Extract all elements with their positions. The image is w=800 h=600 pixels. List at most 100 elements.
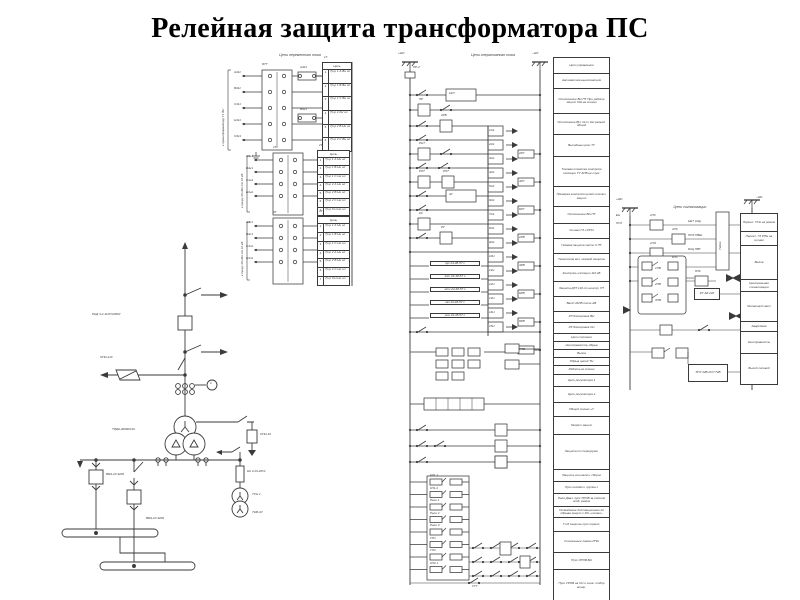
- sub-block-code: 1ПВ: [655, 266, 661, 270]
- signal-mini-row: Перекл. ГЗ РПН на сигнал: [741, 232, 777, 246]
- matrix-left-code: УП1: [430, 535, 436, 540]
- ct-wire-label: Н411: [234, 118, 241, 122]
- relay-code: РУ: [441, 225, 445, 229]
- relay-code: РП7: [419, 169, 425, 173]
- ct-table-cell: 2: [318, 166, 324, 174]
- purpose-row: Отключение ВН ПТ При работе защит СШ на …: [554, 89, 609, 114]
- ct-table-cell: 5: [323, 124, 329, 138]
- relay-code: РНТ: [419, 141, 425, 145]
- ct-table-cell: Тр-р 2 С Вн ил: [330, 138, 351, 142]
- matrix-left-code: УП2: [430, 548, 436, 552]
- transformer-label: ТРДН-40000/110: [112, 427, 135, 431]
- ct-table-cell: Тр-р 2 А Нн ил: [325, 250, 346, 254]
- purpose-row: Защита ДЗТ 110 от неиспр. ПТ: [554, 282, 609, 297]
- ct-table-cell: 5: [318, 259, 324, 268]
- signal-panel-label: Табло: [718, 241, 722, 250]
- ct-wire-label: Н4н1: [246, 190, 254, 194]
- relay-code: КС: [419, 211, 423, 215]
- signal-bus-right-label: −ШС: [756, 195, 763, 199]
- purpose-row: Реле Давл. пуск УРОВ за счётом особ. реж…: [554, 494, 609, 507]
- purpose-row: Пуск УРОВ на СН и сниж. отбор мощн.: [558, 581, 605, 589]
- matrix-left-code: Реле 2: [430, 510, 440, 515]
- generated-linework: [227, 61, 760, 585]
- meter-label: 2: [210, 381, 212, 385]
- ct-table-header: Цепь: [323, 63, 351, 70]
- purpose-row: Проверка контроля цепей отключ. защит: [554, 187, 609, 207]
- section-header-signal: Цепи сигнализации: [673, 205, 707, 209]
- strip-out-label: 4РУ: [519, 179, 525, 183]
- fuse-label: НК 3-10-20У1: [247, 469, 266, 473]
- signal-relay-code: 6ЛС: [672, 255, 678, 259]
- ct-table-cell: Тр-р 2 А Нн ил: [325, 182, 346, 186]
- purpose-row: Т-об защиты пуск перекл.: [554, 518, 609, 532]
- terminal-label: 11Н: [489, 268, 495, 272]
- terminal-label: 14Н: [489, 310, 495, 314]
- purpose-row: Контроль изоляции 110 кВ: [554, 267, 609, 282]
- purpose-row: Отключение ВН ПТ: [554, 207, 609, 224]
- purpose-row: РЗ блокировка ВН: [554, 312, 609, 323]
- breaker1-label: ВБЭ-10-3200: [106, 472, 125, 476]
- ct-table-cell: 1: [318, 224, 324, 232]
- matrix-left-code: КЛ1.2: [430, 485, 438, 490]
- ct-wire-label: Н4п1: [246, 256, 254, 260]
- sub-block-code: 3ПВ: [655, 298, 661, 302]
- sub-block-code: 2ПВ: [655, 282, 661, 286]
- matrix-left-code: КЛ1.1: [430, 473, 438, 477]
- matrix-left-code: Реле 3: [430, 523, 440, 527]
- ct-wire-label: С4н1: [246, 178, 254, 182]
- ct-bracket-label: к тр-ру 40 кВА СН 10 кВ: [240, 173, 244, 208]
- signal-wire-label: НЕТ (АЦ): [688, 219, 702, 223]
- signal-wire-label: ПОЗ ПВШ: [688, 233, 703, 237]
- ct-wire-label: В4п1: [246, 232, 253, 236]
- dc-wide-box: дзт 24-48-57 с: [430, 274, 480, 280]
- ct-table-cell: Тр-р 2 В Нн ил: [325, 191, 346, 195]
- signal-relay-code: 2ЛО: [650, 241, 657, 245]
- ct-table-cell: Тр-р 2 2Н ил: [330, 110, 348, 114]
- ct-table-cell: Тр-р 1 А Вн ил: [330, 70, 351, 73]
- signal-mini-row: Мигающий свет: [741, 292, 777, 322]
- ct-table-cell: 1: [323, 70, 329, 83]
- ct-table-cell: 7: [318, 207, 324, 216]
- ct-wire-label: С4п1: [246, 244, 254, 248]
- ct-bracket-label: к тр-ру 40 кВА НН 10 кВ: [240, 241, 244, 276]
- dc-wide-box: рпн 24-48-57 с: [430, 313, 480, 319]
- ct-block-tag: 3Т: [273, 210, 277, 214]
- ct-table-cell: 3: [323, 97, 329, 110]
- strip-out-label: РПВ: [519, 347, 526, 351]
- ct-table-cell: 4: [318, 250, 324, 259]
- purpose-row: Запрет защит: [554, 417, 609, 435]
- ct-table-cell: Тр-р 0 Н Нн ил: [325, 207, 346, 211]
- ct-block-tag: 2Т: [273, 145, 277, 149]
- purpose-row: Цепи питания: [554, 334, 609, 342]
- matrix-left-code: Реле 1: [430, 498, 440, 502]
- signal-relay-code: 4ЛС: [672, 227, 678, 231]
- disconnector-label: РНД 3-2-110У/1000У: [92, 312, 121, 316]
- ct-table-cell: Тр-р 1 А Нн ил: [325, 224, 346, 227]
- ct-wire-label: С411: [234, 102, 241, 106]
- ct-fuse-label: А421: [300, 65, 308, 69]
- ct-wire-label: В411: [234, 86, 241, 90]
- ct-table-cell: Тр-р 0 Н Нн ил: [325, 277, 346, 281]
- signal-mini-row: Неисправность: [741, 332, 777, 354]
- terminal-label: 5Н1: [489, 184, 495, 188]
- terminal-label: 15Н: [489, 324, 495, 328]
- purpose-row: Цепи управления: [554, 58, 609, 74]
- purpose-row: Вызов: [554, 350, 609, 358]
- page-title: Релейная защита трансформатора ПС: [151, 13, 649, 44]
- terminal-label: 8Н1: [489, 226, 495, 230]
- tsn-type-label: ТНВ-4У: [252, 510, 263, 514]
